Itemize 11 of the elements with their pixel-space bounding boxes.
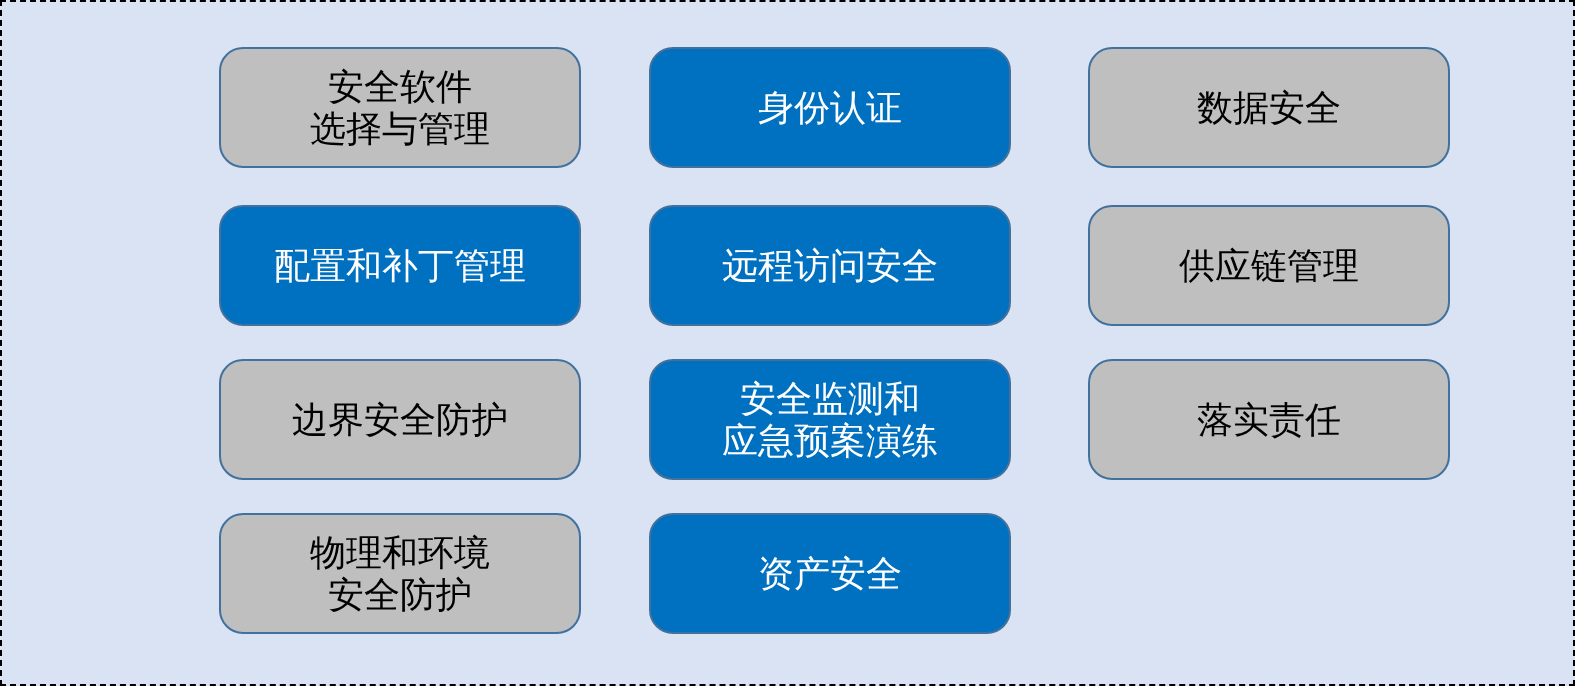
topic-box: 资产安全 [649, 513, 1011, 634]
topic-box: 落实责任 [1088, 359, 1450, 480]
topic-box: 身份认证 [649, 47, 1011, 168]
topic-box: 物理和环境安全防护 [219, 513, 581, 634]
topic-box: 安全软件选择与管理 [219, 47, 581, 168]
topic-box: 数据安全 [1088, 47, 1450, 168]
topic-box: 配置和补丁管理 [219, 205, 581, 326]
topic-box: 边界安全防护 [219, 359, 581, 480]
topic-box: 供应链管理 [1088, 205, 1450, 326]
topic-box: 安全监测和应急预案演练 [649, 359, 1011, 480]
topic-box: 远程访问安全 [649, 205, 1011, 326]
